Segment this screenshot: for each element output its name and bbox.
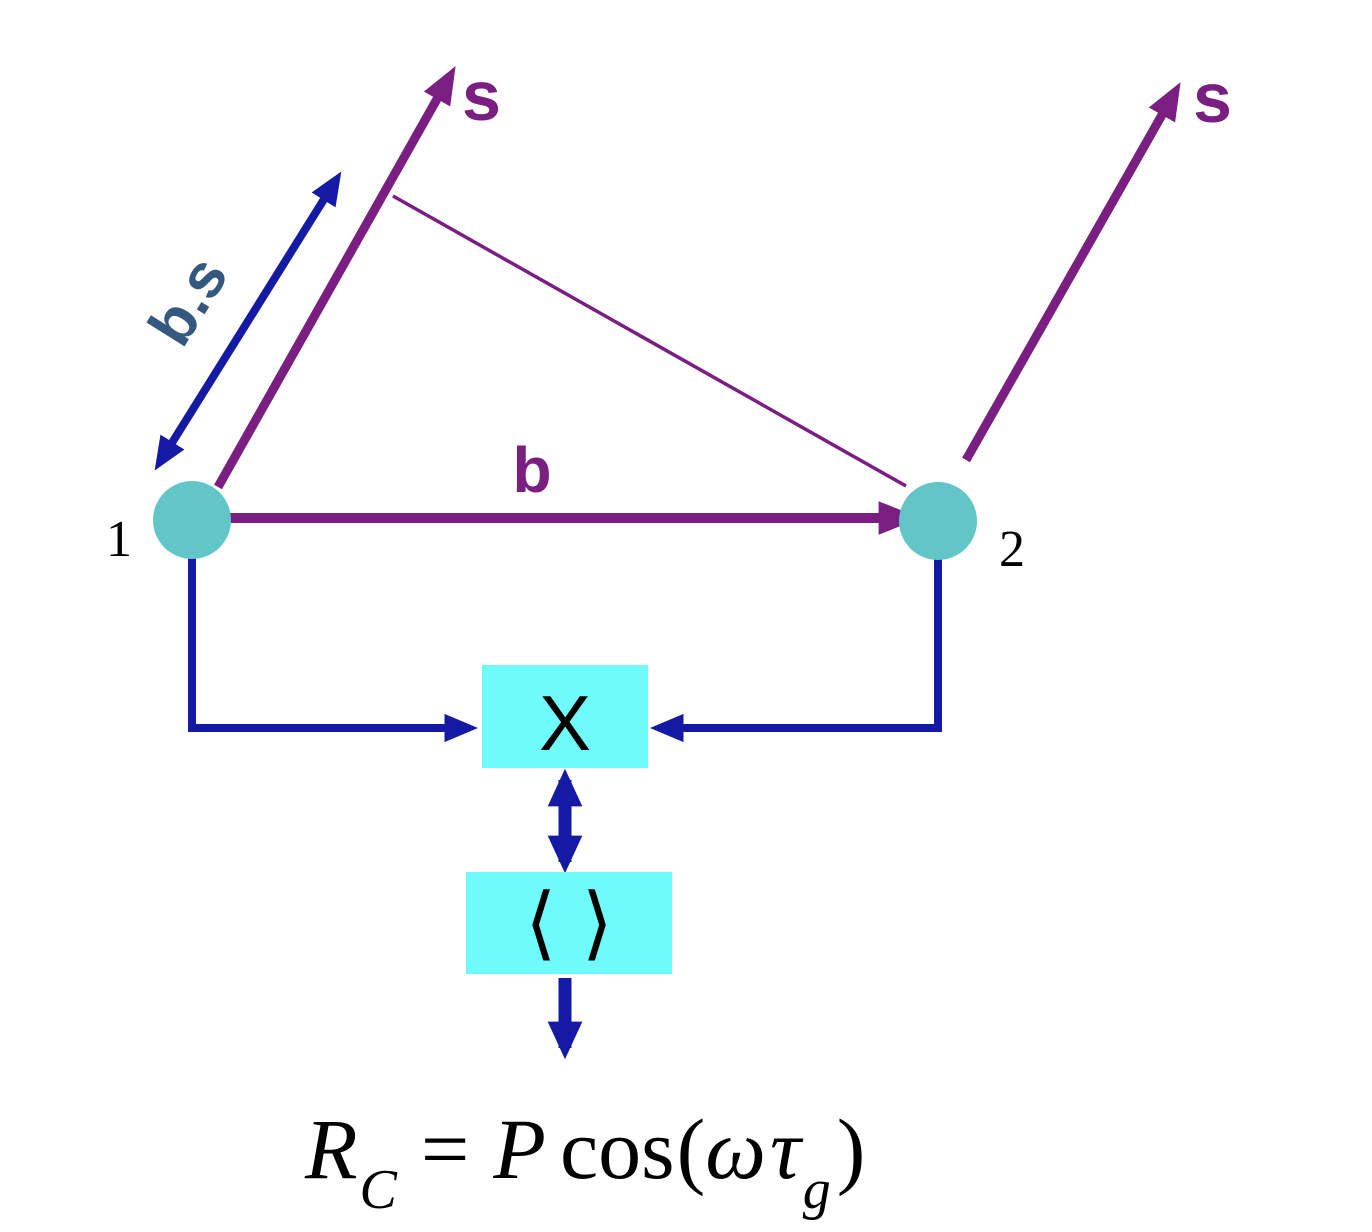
antenna-2-circle (899, 482, 977, 560)
equation-open-paren: ( (677, 1101, 706, 1197)
equation-omega: ω (705, 1101, 766, 1197)
equation-tau: τ (770, 1101, 804, 1197)
antenna-1-label: 1 (106, 511, 132, 568)
equation-lhs-subscript: C (360, 1159, 398, 1221)
projection-label: b.s (136, 245, 242, 358)
signal-path-antenna1 (188, 554, 479, 743)
signal-path-antenna2 (649, 558, 942, 743)
antenna-2-label: 2 (999, 521, 1025, 578)
baseline-label: b (512, 434, 551, 506)
multiplier-label: X (539, 679, 591, 767)
equation-close-paren: ) (837, 1101, 866, 1197)
antenna-1-circle (153, 481, 231, 559)
source-label-right: s (1193, 59, 1232, 137)
multiplier-box (482, 665, 648, 768)
source-vector-left (214, 66, 456, 490)
averager-box (466, 872, 672, 974)
source-label-left: s (462, 57, 501, 135)
projection-vector (154, 171, 342, 471)
equation-lhs: R (304, 1101, 358, 1197)
equation-amplitude: P (492, 1101, 546, 1197)
equation-equals: = (421, 1101, 470, 1197)
averager-label: ⟨ ⟩ (525, 876, 613, 969)
source-vector-right (962, 82, 1181, 463)
wavefront-line (392, 194, 907, 488)
equation-cos: cos (560, 1101, 675, 1197)
equation-tau-subscript: g (803, 1159, 831, 1221)
